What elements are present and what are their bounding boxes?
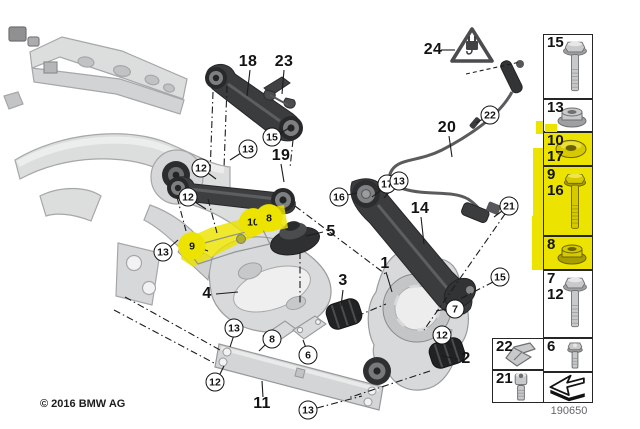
abs-sensor: [500, 60, 524, 94]
part-label-4[interactable]: 4: [202, 285, 212, 302]
reinforcement-bar-11: [214, 343, 384, 411]
legend-box-21[interactable]: 21: [492, 370, 544, 403]
part-label-23[interactable]: 23: [274, 53, 294, 70]
callout-12[interactable]: 12: [178, 187, 198, 207]
callout-9[interactable]: 9: [178, 232, 206, 260]
callout-12[interactable]: 12: [191, 158, 211, 178]
callout-16[interactable]: 16: [329, 187, 349, 207]
callout-13[interactable]: 13: [389, 171, 409, 191]
legend-box-8[interactable]: 8: [543, 236, 593, 270]
callout-6[interactable]: 6: [298, 345, 318, 365]
warning-triangle-24: [450, 27, 494, 63]
bolt-xl-icon: [564, 173, 586, 229]
legend-numbers: 15: [547, 34, 564, 51]
part-label-18[interactable]: 18: [238, 53, 258, 70]
callout-7[interactable]: 7: [445, 299, 465, 319]
legend-numbers: 22: [496, 338, 513, 355]
bolt-long-icon: [563, 41, 587, 91]
part-label-11[interactable]: 11: [253, 395, 271, 412]
part-label-24[interactable]: 24: [423, 41, 443, 58]
bushing-3: [325, 298, 363, 330]
legend-box-6[interactable]: 6: [543, 338, 593, 372]
bushing-5: [270, 221, 320, 256]
part-label-1[interactable]: 1: [380, 255, 390, 272]
part-label-2[interactable]: 2: [461, 350, 471, 367]
copyright-text: © 2016 BMW AG: [40, 398, 126, 410]
socket-bolt-icon: [515, 373, 527, 401]
highlight-spill: [533, 148, 543, 218]
bushing-2: [428, 337, 466, 369]
legend-numbers: 8: [547, 236, 556, 253]
callout-15[interactable]: 15: [490, 267, 510, 287]
legend-box-13[interactable]: 13: [543, 99, 593, 132]
spring-arm-4: [177, 236, 332, 333]
direction-arrow-icon: [549, 374, 586, 402]
highlight-spill: [545, 124, 557, 132]
part-label-20[interactable]: 20: [437, 119, 457, 136]
bolt-long-icon: [563, 277, 587, 327]
legend-box-direction-arrow[interactable]: [543, 372, 593, 403]
callout-22[interactable]: 22: [480, 105, 500, 125]
flange-nut-icon: [558, 245, 586, 264]
sheet-number: 190650: [550, 405, 588, 417]
part-label-3[interactable]: 3: [338, 272, 348, 289]
callout-8[interactable]: 8: [262, 329, 282, 349]
trailing-arm-14: [350, 178, 477, 316]
upper-control-arm-18: [205, 63, 303, 142]
callout-12[interactable]: 12: [205, 372, 225, 392]
callout-13[interactable]: 13: [298, 400, 318, 420]
callout-12[interactable]: 12: [432, 325, 452, 345]
part-label-14[interactable]: 14: [410, 200, 430, 217]
legend-box-15[interactable]: 15: [543, 34, 593, 99]
callout-8[interactable]: 8: [255, 204, 283, 232]
part-label-5[interactable]: 5: [326, 223, 336, 240]
legend-numbers: 21: [496, 370, 513, 387]
cable-connector-21: [461, 201, 501, 224]
callout-13[interactable]: 13: [224, 318, 244, 338]
callout-21[interactable]: 21: [499, 196, 519, 216]
part-label-19[interactable]: 19: [271, 147, 291, 164]
callout-13[interactable]: 13: [238, 139, 258, 159]
callout-15[interactable]: 15: [262, 127, 282, 147]
callout-13[interactable]: 13: [153, 242, 173, 262]
screw-small-icon: [567, 342, 583, 369]
legend-numbers: 6: [547, 338, 556, 355]
legend-box-22[interactable]: 22: [492, 338, 544, 370]
legend-numbers: 13: [547, 99, 564, 116]
highlight-spill: [532, 216, 543, 270]
